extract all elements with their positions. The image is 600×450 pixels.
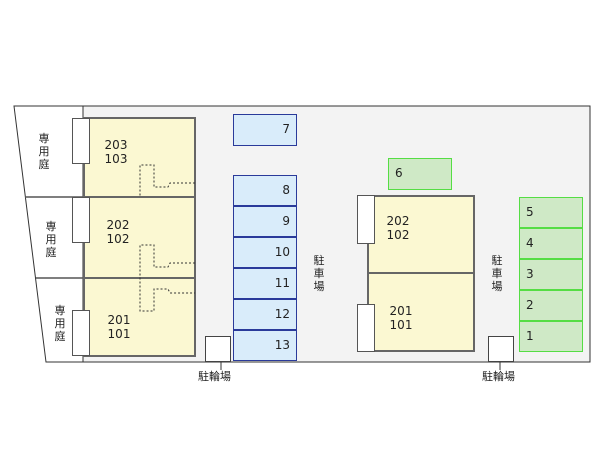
left-building [83, 117, 196, 357]
private-garden-label: 専用庭 [45, 220, 57, 259]
parking-space-5: 5 [519, 197, 583, 228]
parking-space-6: 6 [388, 158, 452, 190]
parking-space-7: 7 [233, 114, 297, 146]
bike-parking-label: 駐輪場 [482, 370, 515, 383]
parking-space-13: 13 [233, 330, 297, 361]
parking-space-11: 11 [233, 268, 297, 299]
parking-space-1: 1 [519, 321, 583, 352]
parking-space-4: 4 [519, 228, 583, 259]
unit-divider [83, 196, 196, 198]
balcony [357, 195, 375, 244]
parking-space-12: 12 [233, 299, 297, 330]
parking-space-8: 8 [233, 175, 297, 206]
private-garden-label: 専用庭 [54, 304, 66, 343]
balcony [72, 118, 90, 164]
bike-parking-box [488, 336, 514, 362]
bike-parking-label: 駐輪場 [198, 370, 231, 383]
private-garden-label: 専用庭 [38, 132, 50, 171]
parking-space-9: 9 [233, 206, 297, 237]
parking-space-10: 10 [233, 237, 297, 268]
parking-space-2: 2 [519, 290, 583, 321]
parking-area-label: 駐車場 [313, 254, 325, 293]
balcony [72, 197, 90, 243]
parking-space-3: 3 [519, 259, 583, 290]
balcony [357, 304, 375, 352]
bike-parking-box [205, 336, 231, 362]
parking-area-label: 駐車場 [491, 254, 503, 293]
unit-divider [367, 272, 475, 274]
balcony [72, 310, 90, 356]
